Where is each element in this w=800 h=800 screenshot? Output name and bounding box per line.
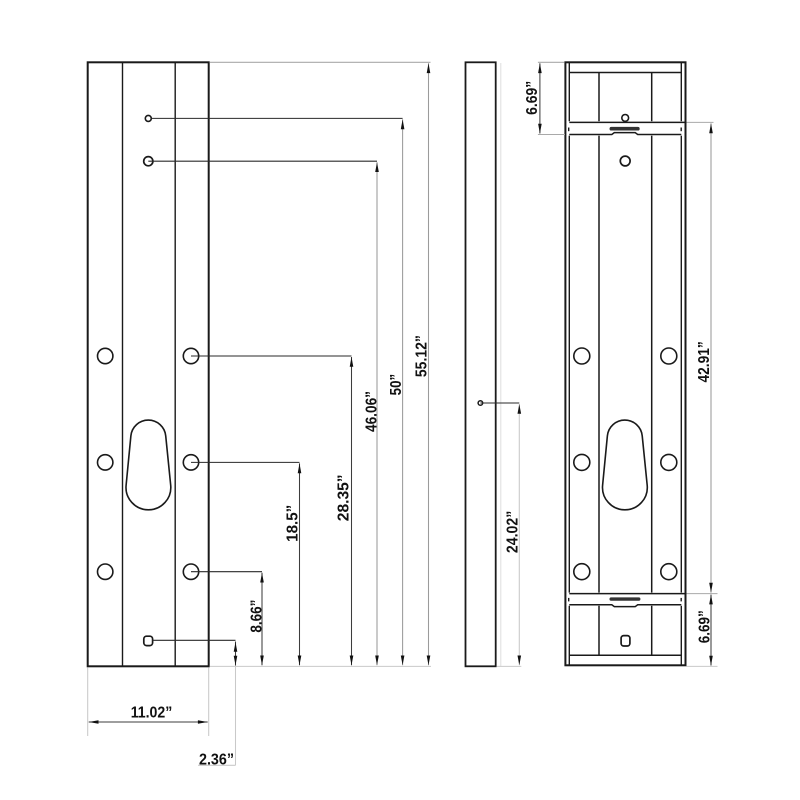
svg-text:55.12”: 55.12” [414, 335, 431, 377]
svg-text:42.91”: 42.91” [696, 341, 713, 382]
svg-text:24.02”: 24.02” [505, 511, 522, 554]
svg-text:18.5”: 18.5” [285, 505, 302, 542]
svg-text:6.69”: 6.69” [696, 610, 713, 643]
svg-text:50”: 50” [388, 374, 405, 396]
svg-text:2.36”: 2.36” [199, 752, 234, 769]
svg-text:28.35”: 28.35” [336, 474, 353, 521]
svg-text:46.06”: 46.06” [363, 391, 380, 432]
svg-text:6.69”: 6.69” [524, 81, 541, 115]
svg-text:8.66”: 8.66” [248, 600, 265, 633]
svg-text:11.02”: 11.02” [131, 704, 173, 721]
